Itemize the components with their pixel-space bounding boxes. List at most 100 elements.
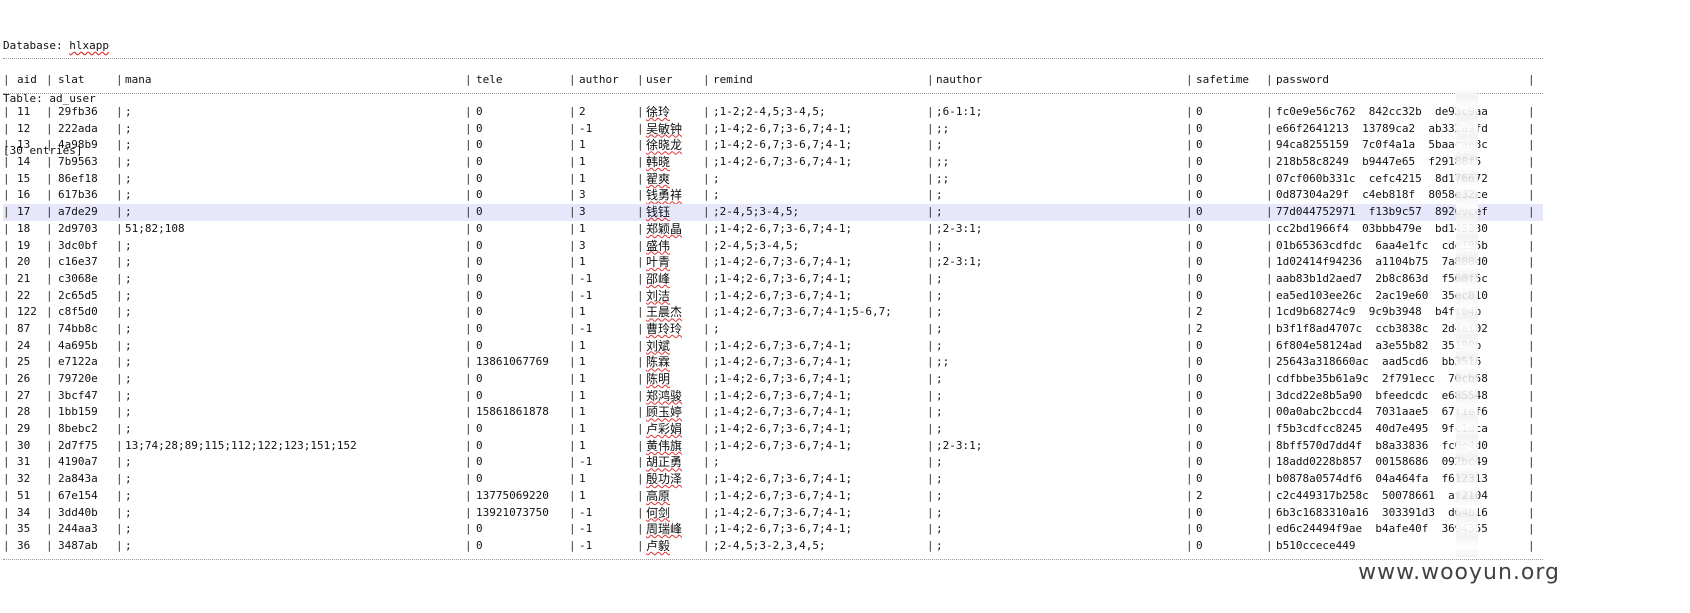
cell-safetime: 2 bbox=[1196, 488, 1203, 502]
column-divider: | bbox=[116, 255, 123, 269]
column-divider: | bbox=[637, 438, 644, 452]
column-divider: | bbox=[3, 321, 10, 335]
column-divider: | bbox=[465, 538, 472, 552]
column-divider: | bbox=[637, 321, 644, 335]
column-header-author[interactable]: author bbox=[579, 73, 619, 86]
column-divider: | bbox=[637, 138, 644, 152]
cell-user: 王晨杰 bbox=[646, 305, 683, 320]
cell-nauthor: ; bbox=[936, 422, 943, 436]
column-divider: | bbox=[1186, 188, 1193, 202]
table-bottom-border bbox=[3, 558, 1543, 564]
cell-nauthor: ;6-1:1; bbox=[936, 105, 983, 118]
column-header-nauthor[interactable]: nauthor bbox=[936, 73, 983, 86]
column-divider: | bbox=[637, 73, 644, 86]
cell-nauthor: ;; bbox=[936, 171, 950, 185]
column-header-tele[interactable]: tele bbox=[476, 73, 503, 86]
cell-author: 1 bbox=[579, 338, 586, 352]
column-divider: | bbox=[1186, 288, 1193, 302]
column-divider: | bbox=[3, 455, 10, 469]
column-divider: | bbox=[703, 271, 710, 285]
column-divider: | bbox=[703, 472, 710, 486]
column-divider: | bbox=[703, 205, 710, 219]
column-header-safetime[interactable]: safetime bbox=[1196, 73, 1249, 86]
cell-tele: 0 bbox=[476, 338, 483, 352]
cell-user: 盛伟 bbox=[646, 238, 671, 253]
cell-password: e66f2641213 13789ca2 ab332a9fd bbox=[1276, 121, 1488, 135]
column-divider: | bbox=[637, 238, 644, 252]
column-divider: | bbox=[46, 338, 53, 352]
column-divider: | bbox=[3, 271, 10, 285]
column-divider: | bbox=[3, 238, 10, 252]
column-divider: | bbox=[116, 422, 123, 436]
column-divider: | bbox=[637, 405, 644, 419]
cell-slat: 29fb36 bbox=[58, 105, 98, 118]
column-divider: | bbox=[637, 372, 644, 385]
cell-author: 2 bbox=[579, 105, 586, 118]
column-divider: | bbox=[637, 355, 644, 369]
column-header-slat[interactable]: slat bbox=[58, 73, 85, 86]
cell-user: 吴敏钟 bbox=[646, 121, 683, 136]
column-header-password[interactable]: password bbox=[1276, 73, 1329, 86]
cell-author: 1 bbox=[579, 221, 586, 235]
cell-remind: ;1-4;2-6,7;3-6,7;4-1; bbox=[713, 288, 853, 302]
cell-safetime: 0 bbox=[1196, 188, 1203, 202]
cell-tele: 0 bbox=[476, 472, 483, 486]
column-divider: | bbox=[1266, 488, 1273, 502]
column-divider: | bbox=[46, 138, 53, 152]
column-divider: | bbox=[116, 305, 123, 319]
cell-aid: 87 bbox=[17, 321, 31, 335]
column-header-remind[interactable]: remind bbox=[713, 73, 753, 86]
column-divider: | bbox=[465, 255, 472, 269]
column-header-mana[interactable]: mana bbox=[125, 73, 152, 86]
column-divider: | bbox=[1266, 522, 1273, 536]
column-header-aid[interactable]: aid bbox=[17, 73, 37, 86]
column-divider: | bbox=[1186, 472, 1193, 486]
cell-aid: 51 bbox=[17, 488, 31, 502]
cell-aid: 32 bbox=[17, 472, 31, 486]
cell-safetime: 2 bbox=[1196, 305, 1203, 319]
cell-remind: ;1-4;2-6,7;3-6,7;4-1; bbox=[713, 472, 853, 486]
column-divider: | bbox=[1528, 271, 1535, 285]
column-divider: | bbox=[1266, 422, 1273, 436]
cell-slat: 4a98b9 bbox=[58, 138, 98, 152]
column-divider: | bbox=[927, 288, 934, 302]
column-divider: | bbox=[703, 288, 710, 302]
cell-aid: 17 bbox=[17, 205, 31, 219]
column-divider: | bbox=[703, 355, 710, 369]
cell-user: 徐玲 bbox=[646, 105, 671, 119]
column-divider: | bbox=[1186, 522, 1193, 536]
cell-nauthor: ;; bbox=[936, 355, 950, 369]
column-header-user[interactable]: user bbox=[646, 73, 673, 86]
column-divider: | bbox=[465, 472, 472, 486]
cell-nauthor: ;; bbox=[936, 155, 950, 169]
column-divider: | bbox=[1528, 338, 1535, 352]
column-divider: | bbox=[3, 73, 10, 86]
